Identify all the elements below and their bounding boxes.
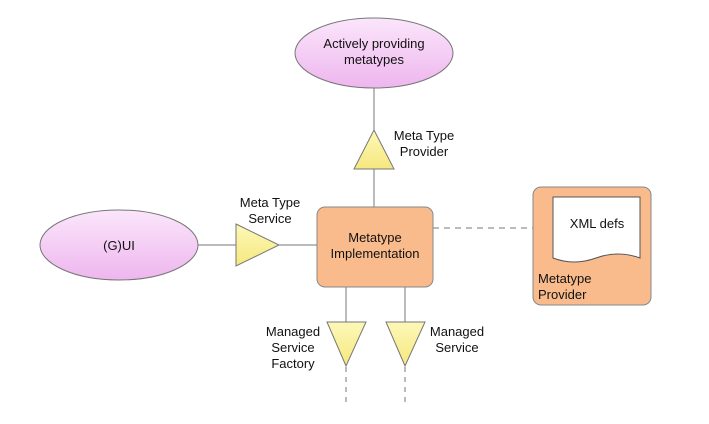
managed-service-label-line2: Service bbox=[435, 340, 478, 355]
gui-label: (G)UI bbox=[103, 238, 135, 253]
metatype-impl-line2: Implementation bbox=[331, 246, 420, 261]
xml-defs-label: XML defs bbox=[570, 216, 625, 231]
managed-service-factory-label-line2: Service bbox=[271, 340, 314, 355]
meta-type-provider-interface bbox=[353, 128, 395, 170]
managed-service-factory-label-line1: Managed bbox=[266, 324, 320, 339]
actively-providing-line2: metatypes bbox=[344, 52, 404, 67]
managed-service-factory-label-line3: Factory bbox=[271, 356, 315, 371]
meta-type-provider-label-line1: Meta Type bbox=[394, 128, 454, 143]
metatype-implementation-node: Metatype Implementation bbox=[316, 206, 434, 288]
meta-type-service-interface bbox=[235, 223, 281, 267]
meta-type-service-label-line2: Service bbox=[248, 211, 291, 226]
meta-type-service-label-line1: Meta Type bbox=[240, 195, 300, 210]
metatype-provider-line1: Metatype bbox=[538, 271, 591, 286]
metatype-provider-line2: Provider bbox=[538, 287, 587, 302]
managed-service-factory-interface bbox=[326, 321, 367, 368]
meta-type-provider-label-line2: Provider bbox=[400, 144, 449, 159]
managed-service-interface bbox=[385, 321, 426, 368]
gui-node: (G)UI bbox=[39, 209, 199, 281]
managed-service-label-line1: Managed bbox=[430, 324, 484, 339]
actively-providing-metatypes-node: Actively providing metatypes bbox=[294, 17, 454, 89]
metatype-impl-line1: Metatype bbox=[348, 230, 401, 245]
xml-defs-document: XML defs bbox=[552, 196, 641, 263]
actively-providing-line1: Actively providing bbox=[323, 36, 424, 51]
